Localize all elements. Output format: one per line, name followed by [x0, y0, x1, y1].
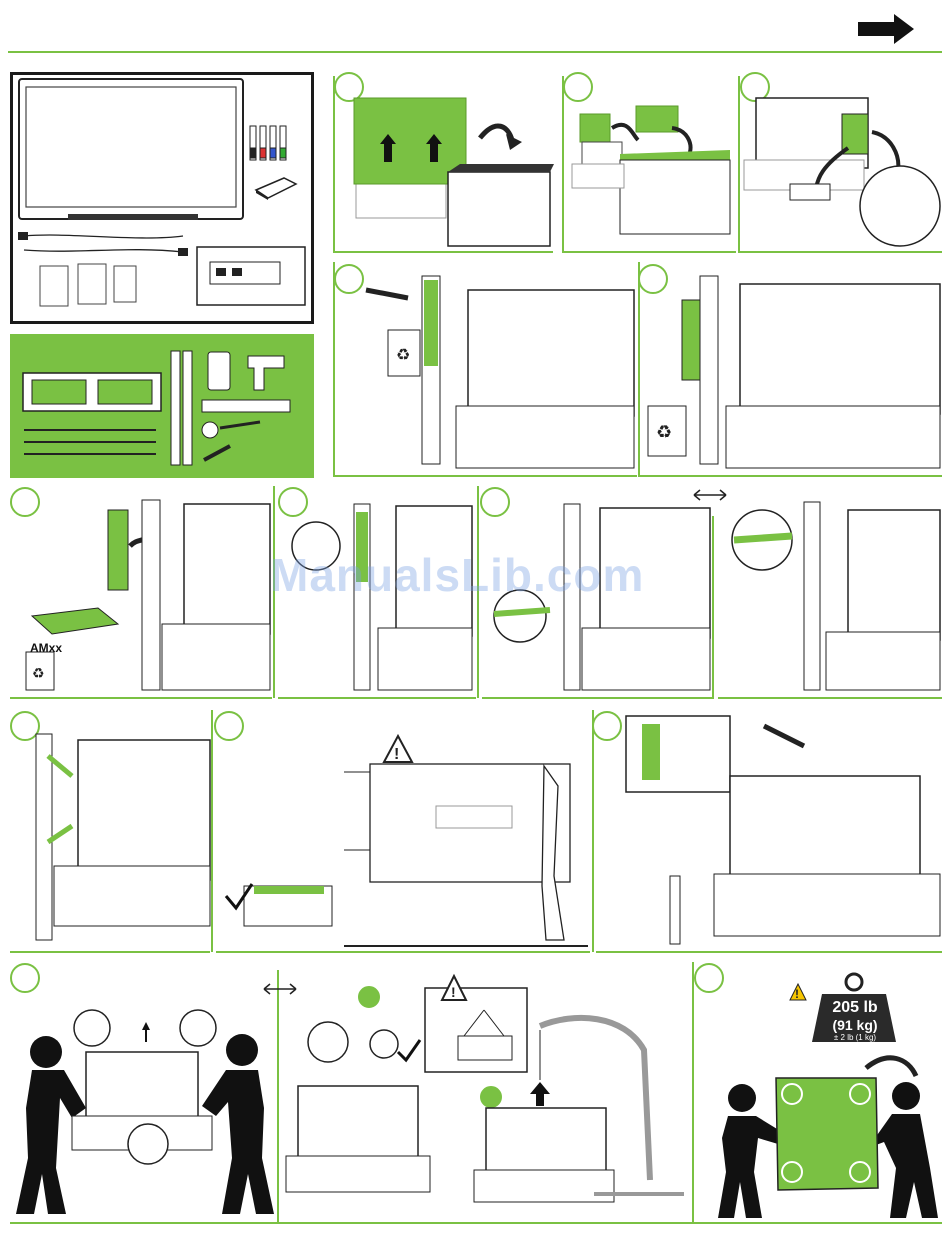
row2-bottom [638, 475, 942, 477]
compute-module-drawing [196, 246, 308, 308]
row4-bottom [10, 951, 210, 953]
remove-cover-screwdriver-drawing: ♻ [360, 270, 636, 472]
mechanical-lift-drawing [474, 1010, 688, 1206]
step-circle-13 [694, 963, 724, 993]
row3-bottom [718, 697, 942, 699]
row2-divider [333, 262, 335, 476]
pens-drawing [246, 124, 296, 168]
svg-text:♻: ♻ [396, 347, 410, 364]
row4-bottom [216, 951, 590, 953]
documents-drawing [40, 262, 140, 314]
attach-rails-drawing [22, 726, 212, 946]
svg-text:♻: ♻ [32, 665, 45, 681]
weight-kg: (91 kg) [812, 1018, 898, 1032]
eraser-drawing [254, 176, 298, 200]
row1-divider [738, 76, 740, 252]
substep-a [358, 986, 380, 1008]
row3-bottom [10, 697, 272, 699]
next-page-arrow-icon[interactable] [858, 14, 916, 44]
pen-holder-drawing [718, 496, 942, 694]
install-module-drawing: ♻ [18, 498, 272, 694]
two-person-lift-drawing [12, 1008, 278, 1220]
discard-cover-drawing: ♻ [646, 270, 942, 472]
kit-model-label: AMxx [30, 641, 62, 655]
stud-finder-drill-level-drawing [200, 350, 300, 466]
step-circle-2 [563, 72, 593, 102]
double-arrow-icon [260, 982, 300, 996]
row3-divider [712, 516, 714, 698]
row1-divider [562, 76, 564, 252]
unpack-accessories-drawing [742, 92, 942, 246]
step-circle-11 [592, 711, 622, 741]
row3-bottom [278, 697, 476, 699]
check-hooks-drawing [284, 1016, 434, 1196]
row2-bottom [333, 475, 637, 477]
kit-cables-drawing [16, 422, 166, 462]
weight-tolerance: ± 2 lb (1 kg) [812, 1034, 898, 1042]
row5-bottom [10, 1222, 942, 1224]
row4-divider [592, 710, 594, 952]
step-circle-12 [10, 963, 40, 993]
svg-text:!: ! [394, 746, 399, 763]
watermark-text: ManualsLib.com [270, 548, 644, 602]
row5-divider [692, 962, 694, 1222]
wall-height-diagram: ! [224, 726, 590, 948]
row2-divider [638, 262, 640, 476]
row4-bottom [596, 951, 942, 953]
row1-bottom [333, 251, 553, 253]
weight-lb: 205 lb [812, 1000, 898, 1016]
row3-bottom [482, 697, 714, 699]
svg-text:♻: ♻ [656, 422, 672, 442]
row1-bottom [562, 251, 736, 253]
hang-display-drawing [698, 1048, 942, 1222]
cables-drawing [18, 230, 188, 260]
svg-text:!: ! [795, 987, 799, 1001]
remove-inserts-drawing [572, 100, 732, 242]
wall-bracket-drawing [22, 372, 162, 412]
mount-wall-bracket-drawing [624, 716, 942, 946]
top-divider [8, 51, 942, 53]
lift-carton-drawing [350, 92, 560, 248]
row1-divider [333, 76, 335, 252]
row1-bottom [738, 251, 942, 253]
svg-text:!: ! [451, 984, 456, 1000]
display-front-drawing [18, 78, 248, 228]
rails-drawing [170, 350, 194, 468]
